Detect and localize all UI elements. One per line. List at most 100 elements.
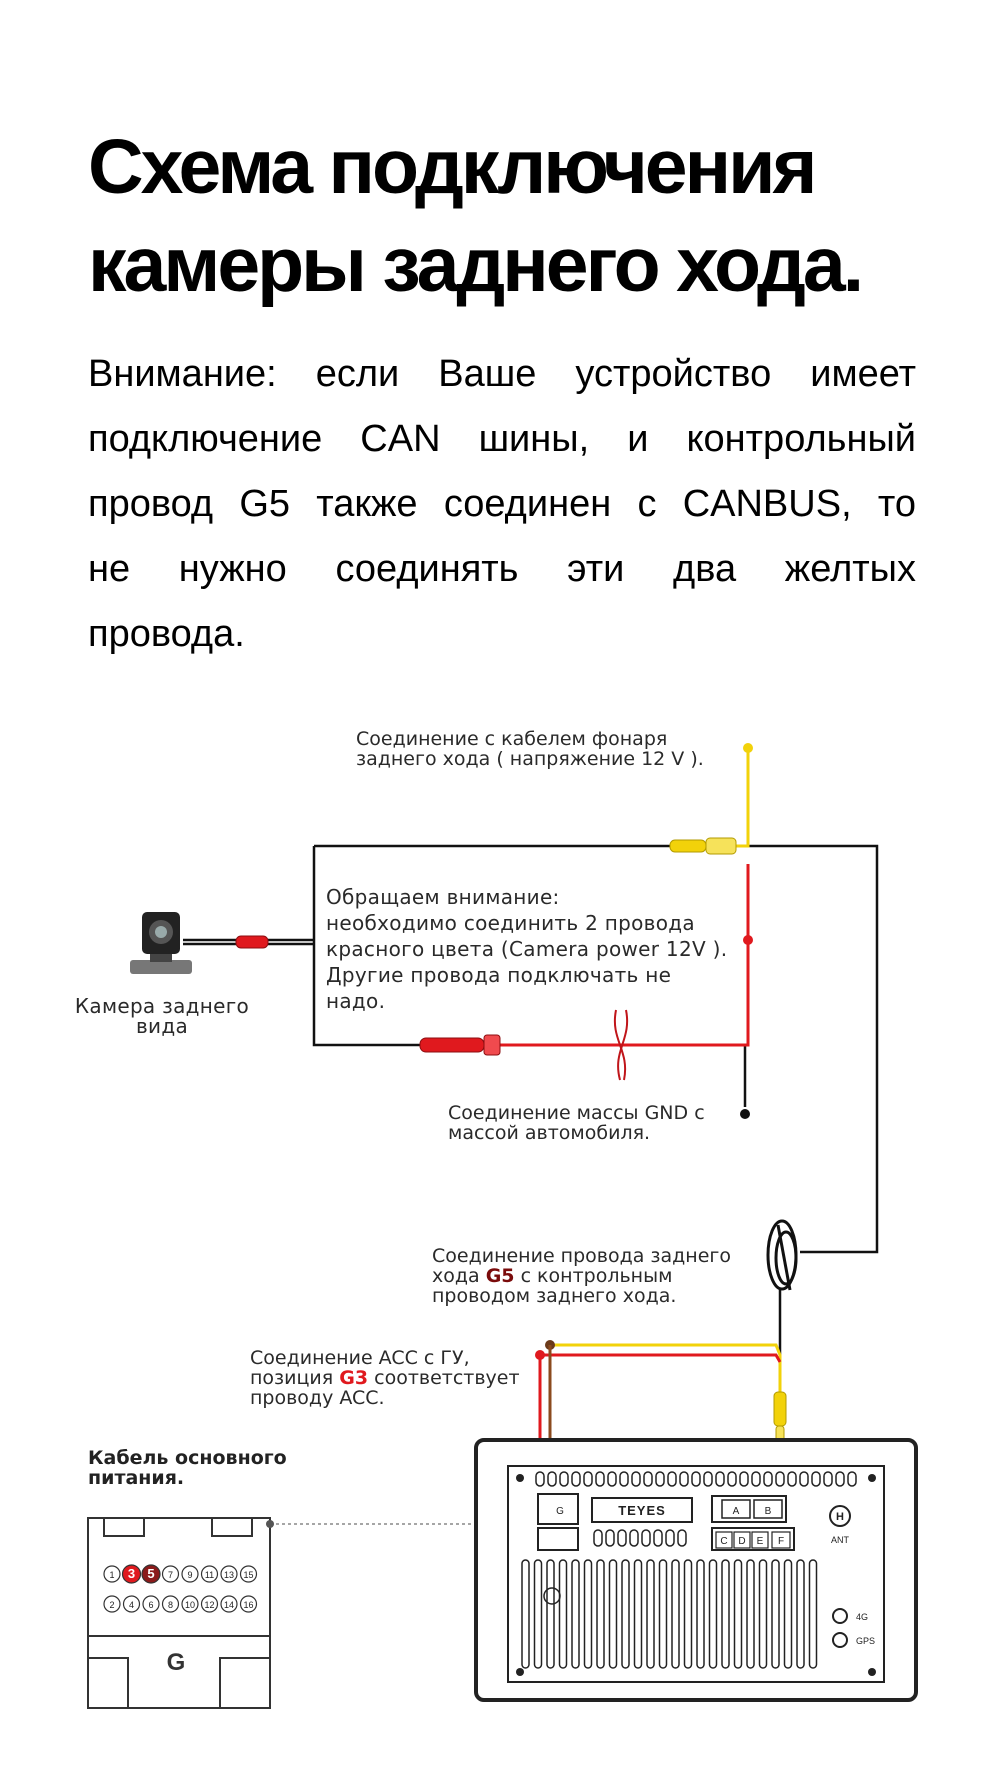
grille-slot [643,1471,653,1487]
grille-slot [629,1529,639,1547]
head-unit-vents [521,1559,818,1669]
vent-slot [571,1559,580,1669]
notice-paragraph: Внимание: если Ваше устройство имеет под… [88,342,916,667]
ant-label: ANT [831,1535,850,1545]
label-line: красного цвета (Camera power 12V ). [326,937,728,961]
camera-red-plug [235,935,269,949]
grille-slot [775,1471,785,1487]
acc-label: Соединение ACC с ГУ, позиция G3 соответс… [250,1348,520,1408]
notice-line: не нужно соединять эти два желтых [88,548,916,590]
label-line: питания. [88,1467,185,1489]
grille-slot [811,1471,821,1487]
grille-slot [593,1529,603,1547]
label-4g: 4G [856,1612,868,1622]
vent-slot [521,1559,530,1669]
grille-slot [631,1471,641,1487]
grille-slot [799,1471,809,1487]
connector-pin [161,1565,180,1583]
label-line: проводом заднего хода. [432,1285,677,1307]
vent-slot [596,1559,605,1669]
vent-slot [796,1559,805,1669]
connector-pin-number: 16 [243,1600,253,1610]
vent-slot [608,1559,618,1669]
vent-slot [746,1559,755,1669]
grille-slot [739,1471,749,1487]
grille-slot [547,1471,557,1487]
grille-slot [655,1471,665,1487]
grille-slot [691,1471,701,1487]
connector-pin [103,1565,121,1583]
connector-pin-number: 4 [129,1600,134,1610]
grille-slot [787,1471,797,1487]
label-text: соответствует [368,1367,520,1389]
connector-pin [220,1595,238,1613]
grille-slot [847,1471,857,1487]
label-line: Обращаем внимание: [326,885,560,909]
vent-slot [658,1559,668,1669]
notice-line: провод G5 также соединен с CANBUS, то [88,483,916,525]
grille-slot [703,1471,713,1487]
connector-pin [239,1565,258,1583]
connector-pin [239,1595,258,1613]
port-e-label: E [757,1536,764,1547]
vent-slot [633,1559,643,1669]
power-cable-label: Кабель основного питания. [88,1448,287,1488]
label-text: с контрольным [514,1265,673,1287]
grille-slot [595,1471,605,1487]
vent-slot [758,1559,768,1669]
label-text: хода [432,1265,486,1287]
connector-pin-number: 10 [185,1600,195,1610]
red-wire-dot [743,935,753,945]
ant-badge: H [836,1511,844,1523]
label-line: хода G5 с контрольным [432,1266,731,1286]
grille-slot [583,1471,593,1487]
vent-slot [558,1559,568,1669]
label-gps: GPS [856,1636,875,1646]
connector-pin-number: 6 [148,1600,153,1610]
yellow-wires [550,750,782,1392]
label-text: позиция [250,1367,340,1389]
vent-slot [533,1559,543,1669]
label-line: массой автомобиля. [448,1122,651,1144]
grille-slot [751,1471,761,1487]
label-line: Камера заднего [74,994,250,1018]
vent-slot [708,1559,718,1669]
grille-slot [559,1471,569,1487]
grille-slot [571,1471,581,1487]
grille-slot [835,1471,845,1487]
yellow-wire-end [743,743,753,753]
notice-line: подключение CAN шины, и контрольный [88,418,916,460]
reverse-light-label: Соединение с кабелем фонаря заднего хода… [356,729,704,769]
rca-connector-red [419,1034,501,1056]
acc-code: G3 [339,1367,369,1389]
label-line: вида [135,1014,189,1038]
head-unit-grille [535,1471,857,1547]
g5-code: G5 [485,1265,515,1287]
connector-letter: G [167,1649,186,1676]
connector-pin-number: 3 [128,1566,135,1581]
port-d-label: D [738,1536,745,1547]
connector-pin [220,1565,238,1583]
grille-slot [641,1529,651,1547]
vent-slot [733,1559,743,1669]
vent-slot [671,1559,680,1669]
port-c-label: C [720,1536,727,1547]
title-line-1: Схема подключения [88,124,817,210]
reverse-wire-label: Соединение провода заднего хода G5 с кон… [432,1246,731,1306]
label-line: позиция G3 соответствует [250,1368,520,1388]
label-line: Соединение ACC с ГУ, [250,1347,470,1369]
connector-pin [103,1595,121,1613]
connector-pin [181,1595,199,1613]
grille-slot [535,1471,545,1487]
connector-pin-number: 12 [204,1600,214,1610]
connector-pin [141,1564,161,1584]
vent-slot [683,1559,693,1669]
connector-pin [200,1595,219,1613]
vent-slot [783,1559,793,1669]
vent-slot [583,1559,593,1669]
title-line-2: камеры заднего хода. [88,222,864,308]
connector-pin-number: 8 [168,1600,173,1610]
grille-slot [653,1529,663,1547]
grille-slot [605,1529,615,1547]
